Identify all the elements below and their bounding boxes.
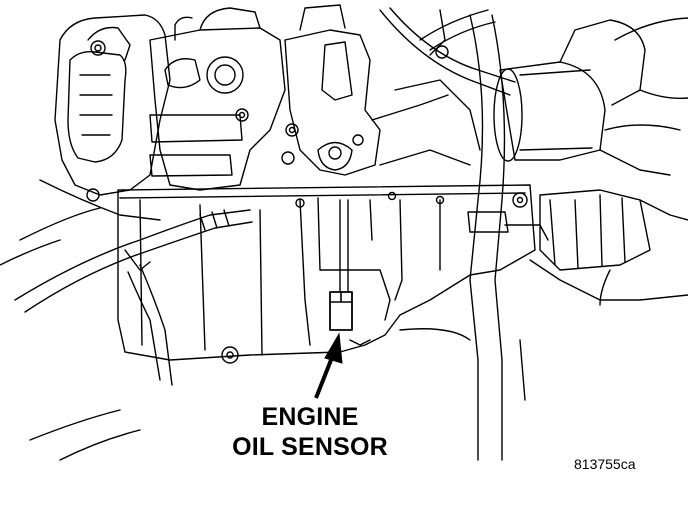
central-casting: [282, 5, 448, 175]
lower-right-frame: [400, 260, 688, 400]
callout-arrow: [316, 332, 343, 398]
oil-sensor-connector: [330, 292, 352, 330]
callout-label-line2: OIL SENSOR: [232, 433, 388, 461]
right-transmission-housing: [494, 18, 688, 175]
left-engine-block: [20, 15, 170, 240]
left-wiring-loom: [0, 210, 252, 460]
upper-middle-components: [150, 8, 285, 190]
callout-label-line1: ENGINE: [261, 403, 359, 431]
oil-sensor-wiring: [340, 200, 372, 292]
engine-oil-sensor-callout: ENGINE OIL SENSOR: [200, 402, 420, 462]
figure-id: 813755ca: [574, 456, 636, 472]
right-vertical-hoses: [468, 15, 688, 460]
oil-pan: [118, 185, 535, 363]
upper-right-harness: [380, 8, 515, 165]
